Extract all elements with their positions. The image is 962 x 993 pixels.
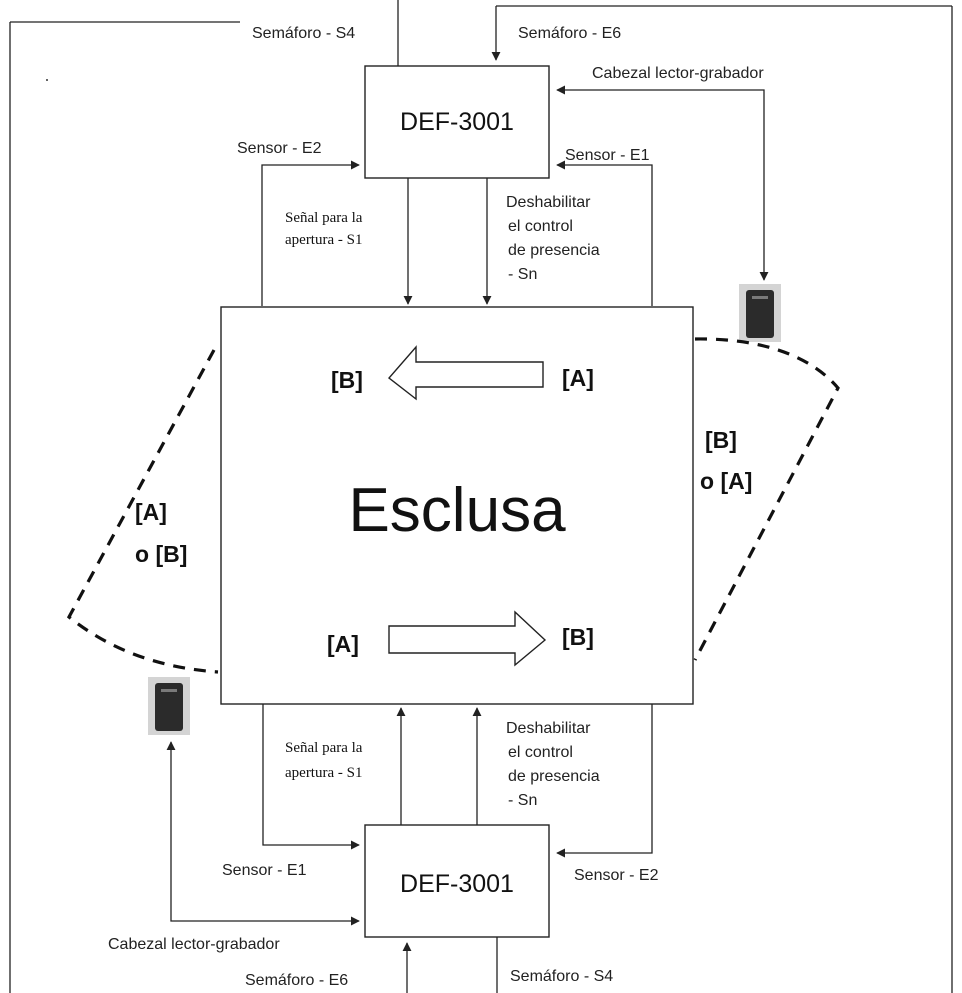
top-device-label: DEF-3001 xyxy=(400,108,514,136)
top-semaforo-e6-label: Semáforo - E6 xyxy=(518,25,621,42)
card-reader-top-right-icon xyxy=(739,284,781,342)
bottom-device-box xyxy=(364,824,550,938)
bottom-sensor-e2-wire xyxy=(556,704,653,858)
top-senal-label-1: Señal para la xyxy=(285,210,363,226)
top-sensor-e1-label: Sensor - E1 xyxy=(565,147,650,164)
top-cabezal-wire xyxy=(556,85,769,281)
arrow-b-to-a-direction xyxy=(387,345,544,401)
top-senal-label-2: apertura - S1 xyxy=(285,232,362,248)
bottom-senal-label-2: apertura - S1 xyxy=(285,765,362,781)
bottom-sensor-e2-label: Sensor - E2 xyxy=(574,867,659,884)
bottom-desh-label-4: - Sn xyxy=(508,792,537,809)
left-door-swing xyxy=(66,349,219,674)
top-desh-label-3: de presencia xyxy=(508,242,600,259)
bottom-senal-label-1: Señal para la xyxy=(285,740,363,756)
top-semaforo-s4-label: Semáforo - S4 xyxy=(252,25,355,42)
arrow-top-left-label: [B] xyxy=(331,367,363,393)
bottom-semaforo-s4-label: Semáforo - S4 xyxy=(510,968,613,985)
top-sensor-e2-wire xyxy=(261,160,360,306)
arrow-bottom-right-label: [B] xyxy=(562,624,594,650)
bottom-cabezal-label: Cabezal lector-grabador xyxy=(108,936,280,953)
bottom-semaforo-e6-label: Semáforo - E6 xyxy=(245,972,348,989)
arrow-top-right-label: [A] xyxy=(562,365,594,391)
left-door-label-1: [A] xyxy=(135,499,167,525)
left-door-label-2: o [B] xyxy=(135,541,187,567)
top-desh-label-4: - Sn xyxy=(508,266,537,283)
bottom-cabezal-wire xyxy=(166,741,360,926)
right-door-label-1: [B] xyxy=(705,427,737,453)
bottom-desh-label-2: el control xyxy=(508,744,573,761)
bottom-desh-label-1: Deshabilitar xyxy=(506,720,591,737)
top-cabezal-label: Cabezal lector-grabador xyxy=(592,65,764,82)
arrow-a-to-b-direction xyxy=(388,610,547,667)
outer-frame xyxy=(9,5,953,993)
top-device-box xyxy=(364,65,550,179)
right-door-label-2: o [A] xyxy=(700,468,752,494)
right-door-swing xyxy=(693,337,840,661)
top-desh-label-1: Deshabilitar xyxy=(506,194,591,211)
top-sensor-e1-wire xyxy=(556,160,653,306)
arrow-bottom-left-label: [A] xyxy=(327,631,359,657)
stray-dot xyxy=(46,79,48,81)
bottom-desh-label-3: de presencia xyxy=(508,768,600,785)
esclusa-title: Esclusa xyxy=(348,476,566,545)
bottom-sensor-e1-label: Sensor - E1 xyxy=(222,862,307,879)
bottom-device-label: DEF-3001 xyxy=(400,870,514,898)
top-sensor-e2-label: Sensor - E2 xyxy=(237,140,322,157)
card-reader-bottom-left-icon xyxy=(148,677,190,735)
top-desh-label-2: el control xyxy=(508,218,573,235)
